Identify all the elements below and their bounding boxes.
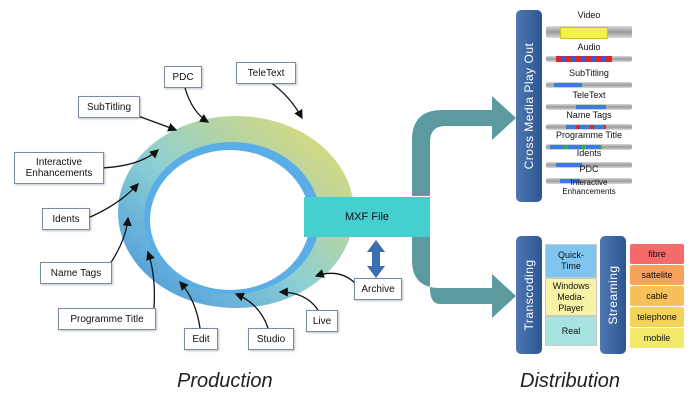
- playout-row-name-tags: Name Tags: [546, 110, 632, 132]
- channel-sattelite: sattelite: [630, 265, 684, 285]
- mxf-file-box: MXF File: [304, 197, 430, 237]
- input-name-tags: Name Tags: [40, 262, 112, 284]
- video-clip: [560, 27, 608, 39]
- playout-row-label: TeleText: [572, 90, 606, 100]
- programme-title-arrow: [146, 250, 156, 309]
- playout-row-label: Interactive Enhancements: [562, 178, 616, 196]
- playout-row-teletext: TeleText: [546, 90, 632, 112]
- programme-title-clip: [550, 145, 602, 149]
- teletext-track: [546, 104, 632, 110]
- input-interactive-enhancements: Interactive Enhancements: [14, 152, 104, 184]
- audio-track: [546, 56, 632, 62]
- playout-row-label: Idents: [576, 148, 602, 158]
- archive-arrow: [367, 240, 385, 278]
- video-track: [546, 26, 632, 39]
- transcoding-panel: Transcoding: [516, 236, 542, 354]
- playout-row-audio: Audio: [546, 42, 632, 64]
- playout-row-label: SubTitling: [569, 68, 609, 78]
- playout-row-interactive: Interactive Enhancements: [546, 178, 632, 202]
- input-subtitling: SubTitling: [78, 96, 140, 118]
- streaming-channels: fibre sattelite cable telephone mobile: [630, 244, 684, 348]
- teletext-clip: [576, 105, 606, 109]
- input-programme-title: Programme Title: [58, 308, 156, 330]
- channel-telephone: telephone: [630, 307, 684, 327]
- transcoding-title: Transcoding: [522, 259, 536, 331]
- name-tags-track: [546, 124, 632, 130]
- input-idents: Idents: [42, 208, 90, 230]
- to-transcoding-arrow: [412, 226, 516, 318]
- production-ring-hole: [150, 150, 310, 290]
- name-tags-clip: [566, 125, 606, 129]
- input-teletext: TeleText: [236, 62, 296, 84]
- playout-row-programme-title: Programme Title: [546, 130, 632, 152]
- idents-track: [546, 162, 632, 168]
- teletext-arrow: [269, 81, 303, 120]
- input-live: Live: [306, 310, 338, 332]
- live-arrow: [278, 287, 319, 311]
- idents-clip: [556, 163, 582, 167]
- input-studio: Studio: [248, 328, 294, 350]
- production-caption: Production: [177, 370, 273, 392]
- format-windows-media-player: Windows Media- Player: [545, 278, 597, 316]
- playout-row-label: Programme Title: [555, 130, 623, 140]
- playout-rows: Video Audio SubTitling TeleText Name Tag…: [546, 10, 632, 202]
- distribution-caption: Distribution: [520, 370, 621, 392]
- subtitling-track: [546, 82, 632, 88]
- input-pdc: PDC: [164, 66, 202, 88]
- idents-arrow: [87, 183, 139, 219]
- playout-row-subtitling: SubTitling: [546, 68, 632, 90]
- channel-cable: cable: [630, 286, 684, 306]
- playout-row-video: Video: [546, 10, 632, 39]
- pdc-track: [546, 178, 632, 184]
- channel-mobile: mobile: [630, 328, 684, 348]
- subtitling-clip: [554, 83, 582, 87]
- streaming-title: Streaming: [606, 265, 620, 325]
- playout-row-label: PDC: [579, 164, 599, 174]
- playout-panel: Cross Media Play Out: [516, 10, 542, 202]
- playout-row-pdc: PDC: [546, 164, 632, 186]
- playout-row-idents: Idents: [546, 148, 632, 170]
- subtitling-arrow: [137, 115, 178, 132]
- playout-title: Cross Media Play Out: [522, 42, 536, 170]
- nametags-arrow: [109, 216, 132, 265]
- input-edit: Edit: [184, 328, 218, 350]
- format-quicktime: Quick- Time: [545, 244, 597, 278]
- playout-row-label: Video: [577, 10, 601, 20]
- pdc-arrow: [184, 87, 210, 123]
- programme-title-track: [546, 144, 632, 150]
- channel-fibre: fibre: [630, 244, 684, 264]
- studio-arrow: [234, 292, 269, 329]
- audio-clip: [556, 56, 612, 62]
- archive-loop-arrow: [314, 269, 357, 285]
- playout-row-label: Audio: [577, 42, 601, 52]
- streaming-panel: Streaming: [600, 236, 626, 354]
- format-real: Real: [545, 316, 597, 346]
- edit-arrow: [179, 281, 201, 329]
- pdc-clip: [560, 179, 580, 183]
- interactive-arrow: [101, 149, 159, 169]
- to-playout-arrow: [412, 96, 516, 196]
- playout-row-label: Name Tags: [566, 110, 612, 120]
- archive-box: Archive: [354, 278, 402, 300]
